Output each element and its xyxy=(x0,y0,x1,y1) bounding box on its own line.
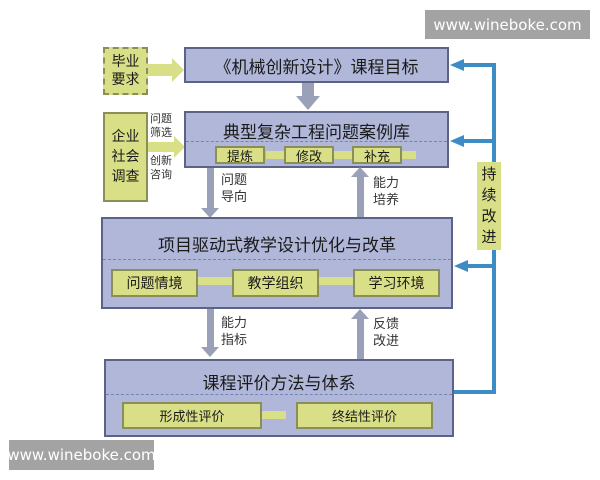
loop-to-teaching-line xyxy=(466,264,496,268)
teaching-item-problem-context: 问题情境 xyxy=(111,269,198,297)
case-library-box: 典型复杂工程问题案例库 提炼 修改 补充 xyxy=(184,111,449,168)
ability-training-shaft xyxy=(357,176,364,218)
watermark-top: www.wineboke.com xyxy=(425,10,590,39)
teaching-design-divider xyxy=(103,259,451,260)
loop-char-1: 持 xyxy=(481,165,497,183)
teaching-item-organization: 教学组织 xyxy=(232,269,319,297)
ability-training-line-2: 培养 xyxy=(373,193,400,208)
ability-indicator-label: 能力 指标 xyxy=(221,315,247,349)
ability-indicator-shaft xyxy=(207,309,214,349)
feedback-improve-label: 反馈 改进 xyxy=(373,316,399,350)
case-item-refine: 提炼 xyxy=(215,146,265,165)
problem-oriented-line-2: 导向 xyxy=(221,190,248,205)
ability-training-arrow-icon xyxy=(351,167,369,177)
loop-to-goal-arrow-icon xyxy=(450,59,464,71)
teaching-design-box: 项目驱动式教学设计优化与改革 问题情境 教学组织 学习环境 xyxy=(101,217,453,309)
survey-line-3: 调查 xyxy=(111,169,140,185)
course-goal-box: 《机械创新设计》课程目标 xyxy=(184,47,449,83)
loop-char-3: 改 xyxy=(481,207,497,225)
graduation-requirement-box: 毕业 要求 xyxy=(103,47,148,95)
problem-oriented-label: 问题 导向 xyxy=(221,172,247,206)
loop-char-4: 进 xyxy=(481,228,497,246)
teaching-item-environment: 学习环境 xyxy=(353,269,440,297)
survey-line-1: 企业 xyxy=(111,129,140,145)
survey-label-top-2: 筛选 xyxy=(150,126,172,139)
feedback-improve-shaft xyxy=(357,318,364,360)
survey-label-bottom-1: 创新 xyxy=(150,154,172,167)
feedback-improve-line-2: 改进 xyxy=(373,334,400,349)
loop-to-library-line xyxy=(462,139,496,143)
survey-line-2: 社会 xyxy=(111,149,140,165)
evaluation-item-formative: 形成性评价 xyxy=(122,402,262,429)
graduation-arrow-shaft xyxy=(148,64,174,76)
ability-indicator-arrow-icon xyxy=(201,347,219,357)
evaluation-divider xyxy=(106,394,452,395)
evaluation-box: 课程评价方法与体系 形成性评价 终结性评价 xyxy=(104,359,454,437)
evaluation-item-summative: 终结性评价 xyxy=(296,402,433,429)
improvement-loop-bottom xyxy=(454,390,496,394)
problem-oriented-line-1: 问题 xyxy=(221,173,248,188)
case-item-supplement: 补充 xyxy=(352,146,402,165)
case-item-modify: 修改 xyxy=(284,146,334,165)
case-library-title: 典型复杂工程问题案例库 xyxy=(223,123,410,143)
survey-label-top-1: 问题 xyxy=(150,112,172,125)
loop-to-teaching-arrow-icon xyxy=(454,260,468,272)
ability-training-label: 能力 培养 xyxy=(373,175,399,209)
goal-to-library-shaft xyxy=(302,83,314,97)
ability-indicator-line-1: 能力 xyxy=(221,316,248,331)
graduation-line-2: 要求 xyxy=(111,72,140,88)
watermark-bottom: www.wineboke.com xyxy=(7,440,156,470)
problem-oriented-shaft xyxy=(207,168,214,210)
problem-oriented-arrow-icon xyxy=(201,208,219,218)
graduation-line-1: 毕业 xyxy=(111,54,140,70)
teaching-design-title: 项目驱动式教学设计优化与改革 xyxy=(158,236,396,256)
graduation-arrow-head-icon xyxy=(172,58,184,82)
case-library-connector xyxy=(266,151,416,159)
survey-label-bottom-2: 咨询 xyxy=(150,168,172,181)
ability-training-line-1: 能力 xyxy=(373,176,400,191)
survey-arrow-head-icon xyxy=(174,136,185,158)
survey-arrow-shaft xyxy=(148,142,176,152)
evaluation-connector xyxy=(246,411,286,419)
evaluation-title: 课程评价方法与体系 xyxy=(202,374,356,394)
feedback-improve-line-1: 反馈 xyxy=(373,317,400,332)
survey-label-top: 问题 筛选 xyxy=(150,112,172,140)
continuous-improvement-label: 持 续 改 进 xyxy=(477,162,501,250)
survey-label-bottom: 创新 咨询 xyxy=(150,154,172,182)
enterprise-survey-box: 企业 社会 调查 xyxy=(103,112,148,202)
goal-to-library-arrow-icon xyxy=(296,96,320,110)
case-library-divider xyxy=(186,141,447,142)
loop-char-2: 续 xyxy=(481,186,497,204)
loop-to-goal-line xyxy=(462,63,496,67)
ability-indicator-line-2: 指标 xyxy=(221,333,248,348)
loop-to-library-arrow-icon xyxy=(450,135,464,147)
course-goal-title: 《机械创新设计》课程目标 xyxy=(214,57,419,78)
feedback-improve-arrow-icon xyxy=(351,309,369,319)
